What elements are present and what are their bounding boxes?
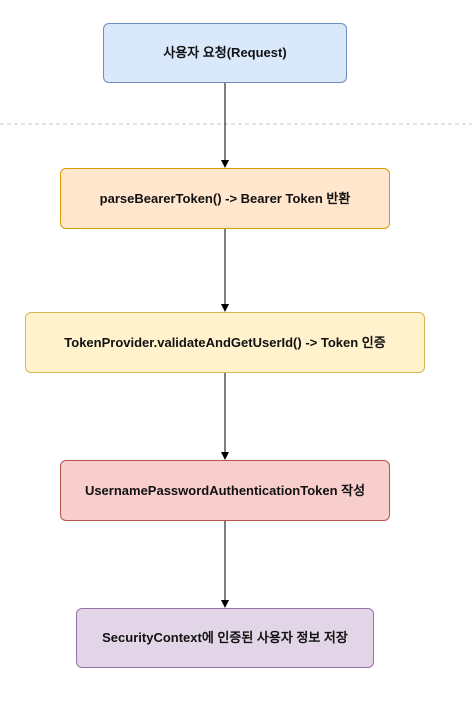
step-user-request: 사용자 요청(Request) (103, 23, 347, 83)
step-store-security-context: SecurityContext에 인증된 사용자 정보 저장 (76, 608, 374, 668)
step-validate-token: TokenProvider.validateAndGetUserId() -> … (25, 312, 425, 373)
step-parse-bearer-token: parseBearerToken() -> Bearer Token 반환 (60, 168, 390, 229)
step-create-auth-token: UsernamePasswordAuthenticationToken 작성 (60, 460, 390, 521)
